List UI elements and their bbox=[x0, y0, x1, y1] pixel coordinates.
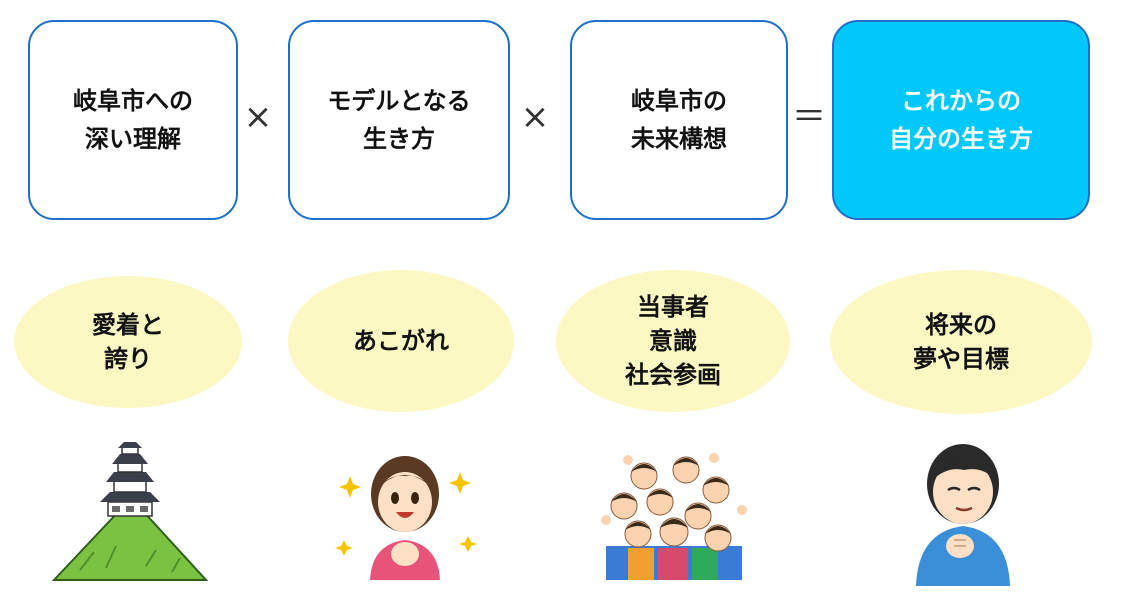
castle-on-hill-icon bbox=[51, 442, 209, 581]
multiply-operator-2: × bbox=[520, 97, 550, 137]
future-vision-label: 岐阜市の 未来構想 bbox=[631, 87, 727, 153]
determined-boy-icon bbox=[916, 444, 1010, 586]
cheering-crowd-icon bbox=[601, 453, 747, 580]
way-of-life-box: これからの 自分の生き方 bbox=[832, 20, 1090, 220]
future-vision-box: 岐阜市の 未来構想 bbox=[570, 20, 788, 220]
understanding-label: 岐阜市への 深い理解 bbox=[73, 87, 193, 153]
participation-ellipse: 当事者 意識 社会参画 bbox=[556, 270, 790, 412]
understanding-box: 岐阜市への 深い理解 bbox=[28, 20, 238, 220]
admiration-label: あこがれ bbox=[353, 327, 449, 355]
dream-ellipse: 将来の 夢や目標 bbox=[830, 270, 1092, 414]
role-model-box: モデルとなる 生き方 bbox=[288, 20, 510, 220]
admiring-girl-icon bbox=[335, 456, 477, 580]
way-of-life-label: これからの 自分の生き方 bbox=[889, 87, 1033, 153]
equals-operator: ＝ bbox=[792, 97, 826, 137]
attachment-label: 愛着と 誇り bbox=[92, 311, 164, 373]
admiration-ellipse: あこがれ bbox=[288, 270, 514, 412]
dream-label: 将来の 夢や目標 bbox=[913, 311, 1009, 373]
role-model-label: モデルとなる 生き方 bbox=[327, 87, 471, 153]
participation-label: 当事者 意識 社会参画 bbox=[625, 293, 721, 389]
multiply-operator-1: × bbox=[243, 97, 273, 137]
attachment-ellipse: 愛着と 誇り bbox=[14, 276, 242, 408]
